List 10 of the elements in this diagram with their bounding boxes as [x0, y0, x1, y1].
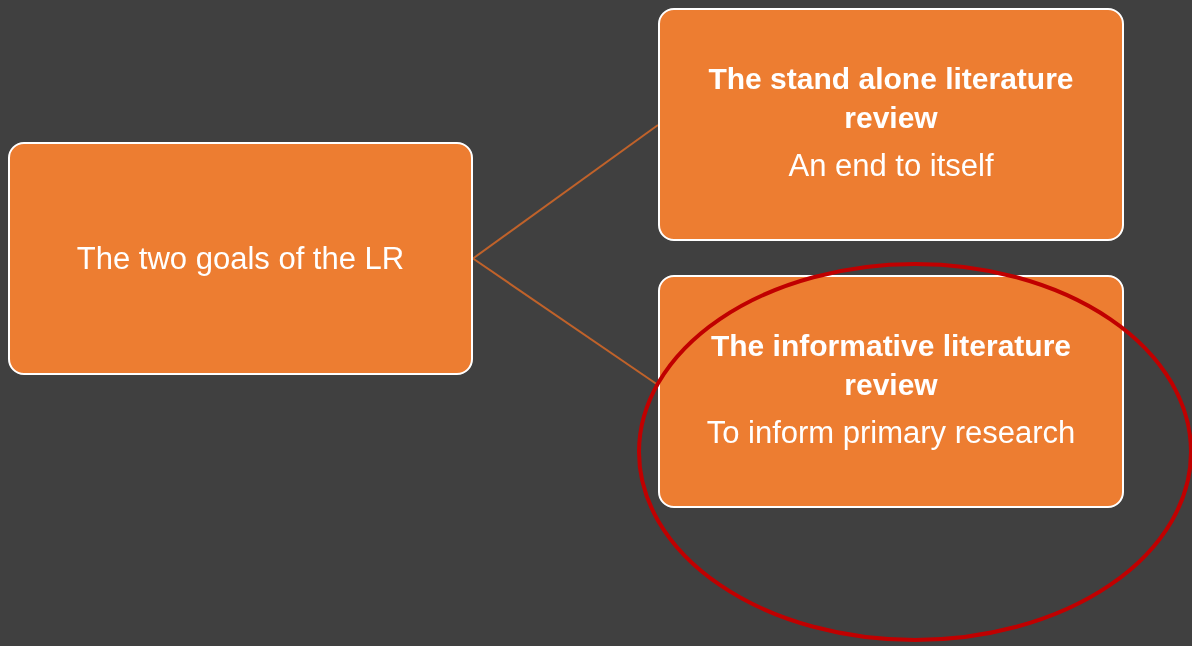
box-heading: The informative literature review — [709, 328, 1073, 404]
process-box — [658, 275, 1124, 508]
box-text: To inform primary research — [706, 414, 1076, 453]
box-text: The two goals of the LR — [76, 240, 405, 277]
process-box — [658, 8, 1124, 241]
process-box — [8, 142, 473, 375]
connector-line — [472, 257, 659, 386]
connector-line — [472, 124, 659, 260]
box-text: An end to itself — [788, 147, 994, 186]
box-heading: The stand alone literature review — [707, 61, 1075, 137]
